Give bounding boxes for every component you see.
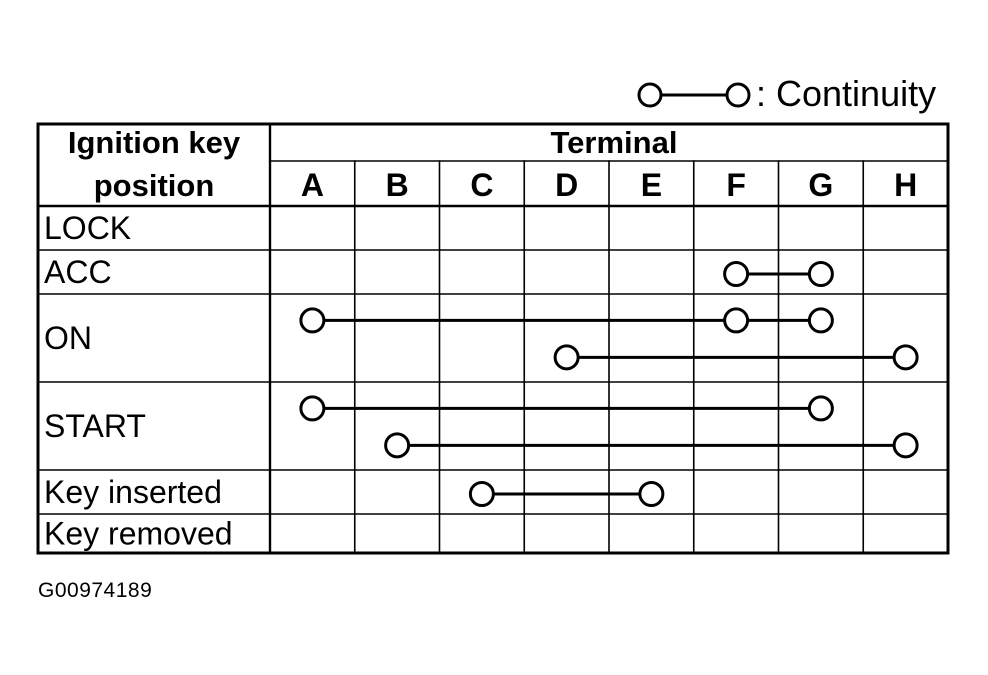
terminal-label-g: G: [808, 167, 833, 203]
continuity-point: [892, 344, 919, 371]
row-label: Key removed: [44, 516, 233, 552]
legend: : Continuity: [636, 74, 956, 114]
row-label: ACC: [44, 254, 112, 290]
continuity-point: [384, 432, 411, 459]
continuity-point: [638, 481, 665, 507]
terminal-label-c: C: [470, 167, 493, 203]
figure-id: G00974189: [38, 579, 153, 602]
continuity-point: [807, 395, 834, 422]
continuity-point: [553, 344, 580, 371]
terminal-label-b: B: [386, 167, 409, 203]
terminal-label-e: E: [641, 167, 662, 203]
header-terminal: Terminal: [551, 125, 678, 160]
row-label: START: [44, 408, 146, 444]
continuity-point: [723, 261, 750, 287]
continuity-point: [723, 307, 750, 334]
header-ignition-key-position: position: [94, 168, 215, 203]
continuity-point: [299, 307, 326, 334]
row-label: LOCK: [44, 210, 131, 246]
continuity-point: [468, 481, 495, 507]
row-label: Key inserted: [44, 474, 222, 510]
terminal-label-a: A: [301, 167, 324, 203]
terminal-label-h: H: [894, 167, 917, 203]
legend-label: : Continuity: [756, 73, 937, 114]
continuity-symbol-icon: [637, 82, 751, 108]
row-label: ON: [44, 320, 92, 356]
continuity-point: [807, 307, 834, 334]
terminal-label-d: D: [555, 167, 578, 203]
table-border: [36, 122, 950, 555]
header-ignition-key-position: Ignition key: [68, 125, 241, 160]
continuity-point: [807, 261, 834, 287]
terminal-label-f: F: [726, 167, 746, 203]
continuity-point: [892, 432, 919, 459]
continuity-point: [299, 395, 326, 422]
